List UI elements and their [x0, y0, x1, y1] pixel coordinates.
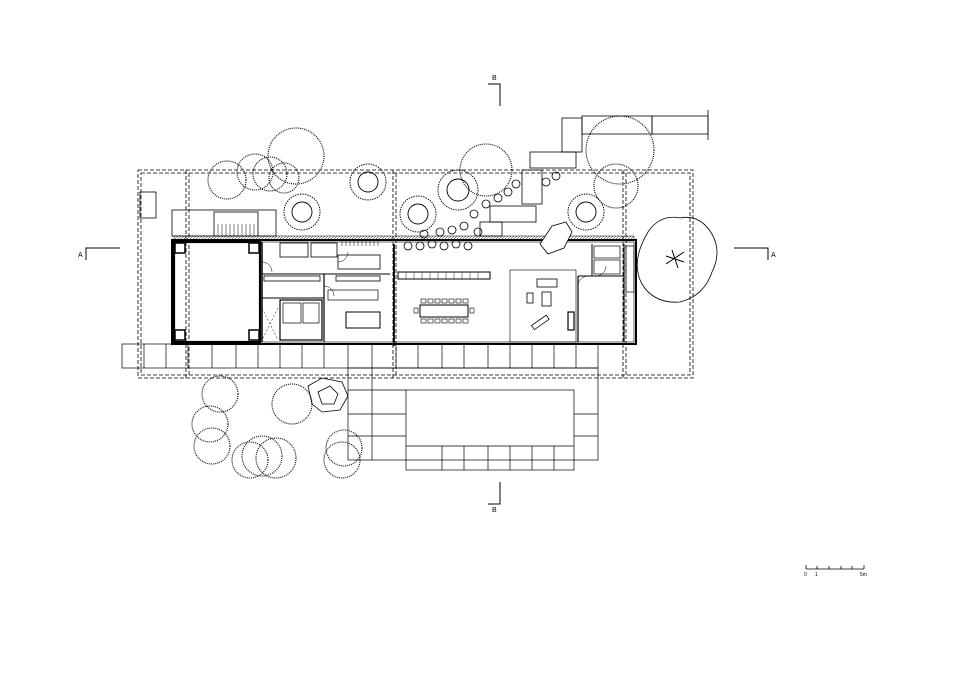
building-walls	[171, 239, 637, 346]
section-marker-a-left	[85, 247, 120, 260]
shrub-clusters	[403, 171, 561, 251]
section-marker-b-top-label: B	[492, 75, 497, 82]
south-paving	[121, 343, 599, 471]
trees-deciduous	[191, 115, 655, 479]
section-marker-b-top	[488, 83, 501, 106]
section-marker-b-bottom	[488, 482, 501, 505]
boulders	[307, 221, 573, 413]
scale-bar	[805, 565, 865, 570]
large-tree-canopy	[636, 216, 718, 303]
trees-conifer	[283, 163, 605, 233]
site-boundary	[137, 169, 694, 379]
scale-bar-tick-0: 0	[804, 572, 807, 578]
section-marker-a-left-label: A	[78, 252, 83, 259]
tree-trunk-symbol	[665, 249, 685, 269]
north-walkway	[173, 235, 635, 241]
door-swings	[261, 251, 607, 297]
scale-bar-tick-1: 1	[815, 572, 818, 578]
scale-bar-tick-5m: 5m	[860, 572, 867, 578]
dining-chairs	[413, 298, 475, 324]
section-marker-b-bottom-label: B	[492, 507, 497, 514]
section-marker-a-right	[734, 247, 769, 260]
section-marker-a-right-label: A	[771, 252, 776, 259]
